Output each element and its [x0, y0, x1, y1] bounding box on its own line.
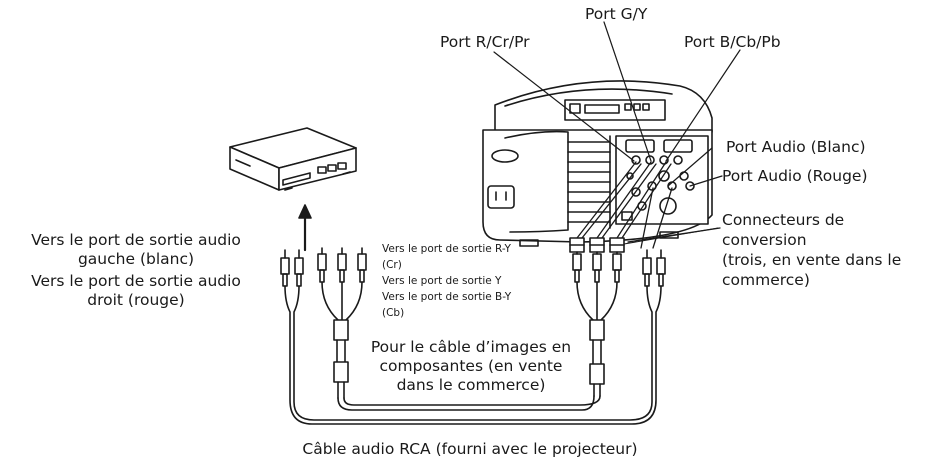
- port-g-label: Port G/Y: [585, 5, 648, 23]
- component-cable-loop: [337, 395, 595, 411]
- port-b-label: Port B/Cb/Pb: [684, 33, 781, 51]
- component-cable-right: [572, 251, 622, 397]
- audio-right-label: Vers le port de sortie audio droit (roug…: [31, 272, 241, 309]
- component-cable-loop-inner: [343, 395, 601, 406]
- audio-left-label: Vers le port de sortie audio gauche (bla…: [31, 231, 241, 268]
- port-r-label: Port R/Cr/Pr: [440, 33, 530, 51]
- port-audio-red-label: Port Audio (Rouge): [722, 167, 868, 185]
- conversion-connectors-icon: [569, 237, 625, 253]
- component-cable-left: [317, 247, 367, 399]
- rca-cable-label: Câble audio RCA (fourni avec le projecte…: [302, 440, 638, 458]
- rca-audio-cable-left: [280, 249, 662, 425]
- rca-audio-cable-right: [642, 249, 666, 287]
- component-outputs-label: Vers le port de sortie R-Y (Cr) Vers le …: [382, 243, 512, 319]
- component-cable-label: Pour le câble d’images en composantes (e…: [370, 338, 572, 394]
- projector-icon: [482, 80, 713, 247]
- leader-lines: [493, 21, 741, 187]
- video-source-device-icon: [229, 127, 357, 191]
- port-audio-white-label: Port Audio (Blanc): [726, 138, 866, 156]
- connectors-leader: [623, 227, 719, 245]
- arrow-up-icon: [298, 204, 312, 252]
- connectors-label: Connecteurs de conversion (trois, en ven…: [722, 211, 902, 289]
